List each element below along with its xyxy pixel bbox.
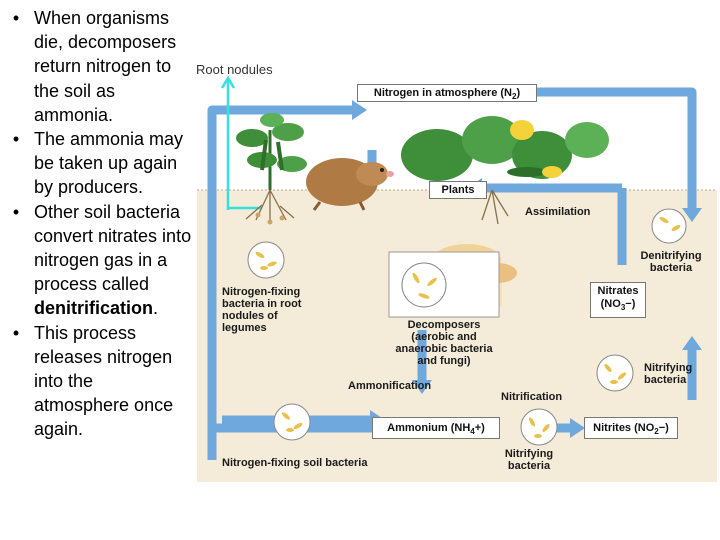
bullet-list: •When organisms die, decomposers return … <box>6 6 192 442</box>
arrowhead <box>412 380 432 394</box>
denitrifying-bacteria-label: Denitrifying bacteria <box>640 250 702 274</box>
bullet-dot: • <box>12 322 20 343</box>
nitrogen-cycle-diagram: Root nodules Nitrogen in atmosphere (N2)… <box>192 60 720 485</box>
root-nodules-label: Root nodules <box>196 62 273 77</box>
bacteria-circle <box>247 241 285 279</box>
nitrifying-bacteria-right-label: Nitrifying bacteria <box>644 362 693 386</box>
squash-plant-illustration <box>401 116 609 225</box>
bullet-item: •When organisms die, decomposers return … <box>6 6 192 127</box>
ammonification-label: Ammonification <box>348 380 432 392</box>
bullet-item: •The ammonia may be taken up again by pr… <box>6 127 192 200</box>
bacteria-circle <box>273 403 311 441</box>
bullet-dot: • <box>12 201 20 222</box>
arrow-bottom <box>207 420 372 433</box>
decomposers-label: Decomposers (aerobic and anaerobic bacte… <box>395 319 493 367</box>
bullet-item: •This process releases nitrogen into the… <box>6 321 192 442</box>
denitrification-term: denitrification <box>34 298 154 319</box>
arrowhead <box>682 208 702 222</box>
bacteria-circle <box>596 354 634 392</box>
nitrites-box: Nitrites (NO2−) <box>584 417 678 439</box>
arrowhead <box>682 336 702 350</box>
ammonium-box: Ammonium (NH4+) <box>372 417 500 439</box>
nitrification-label: Nitrification <box>501 391 563 403</box>
nitrogen-fixing-soil-label: Nitrogen-fixing soil bacteria <box>222 457 368 469</box>
arrowhead <box>352 100 367 120</box>
bacteria-circle <box>651 208 687 244</box>
bacteria-circle <box>401 262 447 308</box>
root-nodule-marker <box>220 75 262 210</box>
arrow-left-up <box>207 105 352 460</box>
bullet-dot: • <box>12 8 20 28</box>
bacteria-cells <box>255 216 681 438</box>
plants-box: Plants <box>429 181 487 199</box>
nitrifying-bacteria-bottom-label: Nitrifying bacteria <box>504 448 554 472</box>
atmosphere-box: Nitrogen in atmosphere (N2) <box>357 84 537 102</box>
assimilation-label: Assimilation <box>525 206 591 218</box>
bullet-item: •Other soil bacteria convert nitrates in… <box>6 200 192 321</box>
nitrogen-fixing-root-label: Nitrogen-fixing bacteria in root nodules… <box>222 286 302 334</box>
mole-illustration <box>306 158 394 211</box>
nitrates-box: Nitrates(NO3−) <box>590 282 646 318</box>
bullet-dot: • <box>12 129 20 150</box>
diagram-artwork <box>197 75 717 482</box>
arrow-right-down <box>537 87 697 208</box>
legume-plant-illustration <box>236 113 307 225</box>
bacteria-circle <box>520 408 558 446</box>
arrowhead <box>570 418 585 438</box>
